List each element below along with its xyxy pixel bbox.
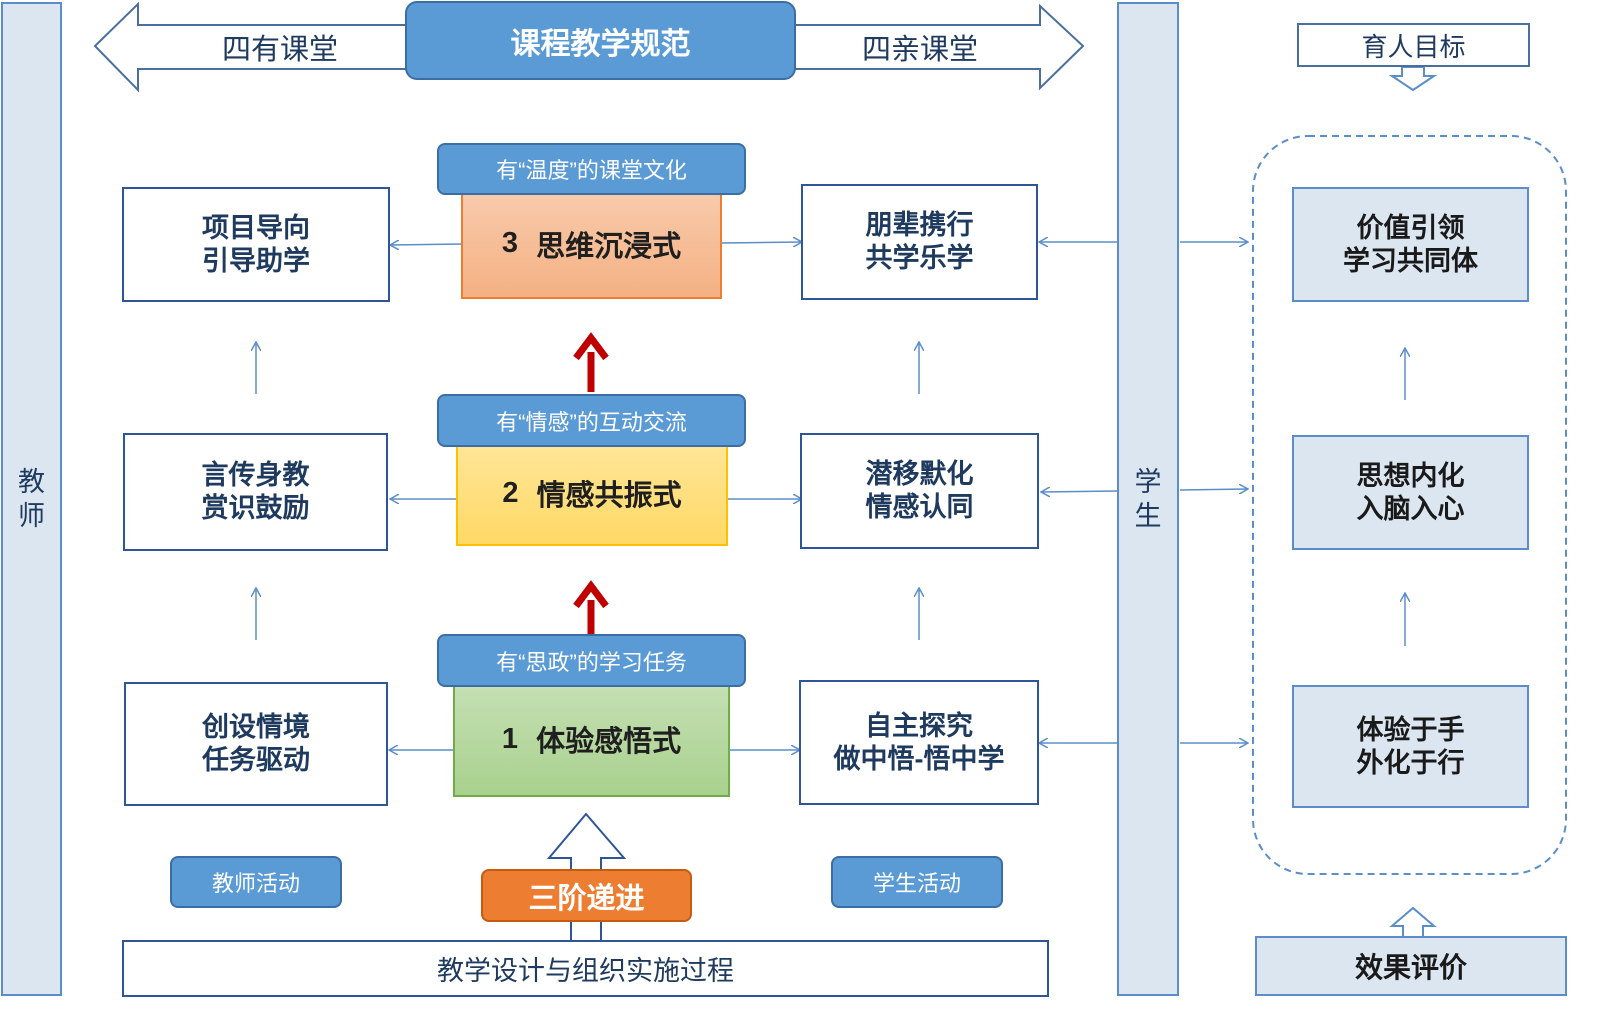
student-activity-label: 学生活动 xyxy=(831,856,1003,908)
progression-badge: 三阶递进 xyxy=(481,869,692,922)
student-box-2: 潜移默化 情感认同 xyxy=(800,433,1039,549)
stage-2-number: 2 xyxy=(502,476,519,509)
stage-1-number: 1 xyxy=(501,722,519,755)
teacher-box-3: 项目导向 引导助学 xyxy=(122,187,390,302)
goal-container xyxy=(1252,135,1567,875)
stage-2-label: 情感共振式 xyxy=(536,480,682,512)
goal-box-1: 体验于手 外化于行 xyxy=(1292,685,1529,808)
right-arrow-label: 四亲课堂 xyxy=(861,34,978,66)
goal-box-3: 价值引领 学习共同体 xyxy=(1292,187,1529,302)
teacher-box-1: 创设情境 任务驱动 xyxy=(124,682,388,806)
stage-2-box: 2 情感共振式 xyxy=(456,440,728,546)
stage-1-label: 体验感悟式 xyxy=(536,726,682,758)
student-box-1: 自主探究 做中悟-悟中学 xyxy=(799,680,1039,805)
stage-3-label: 思维沉浸式 xyxy=(536,230,682,263)
stage-up-arrow-1 xyxy=(573,580,609,634)
stage-3-caption: 有“温度”的课堂文化 xyxy=(437,143,746,195)
stage-2-caption: 有“情感”的互动交流 xyxy=(437,394,746,447)
student-box-3: 朋辈携行 共学乐学 xyxy=(801,184,1038,300)
stage-3-number: 3 xyxy=(501,227,519,259)
student-column-label: 学 生 xyxy=(1134,467,1162,531)
teacher-column-label: 教 师 xyxy=(18,467,45,531)
goal-header: 育人目标 xyxy=(1297,23,1530,67)
stage-1-box: 1 体验感悟式 xyxy=(453,681,730,797)
stage-up-arrow-2 xyxy=(573,332,609,392)
goal-box-2: 思想内化 入脑入心 xyxy=(1292,435,1529,550)
left-arrow-label: 四有课堂 xyxy=(221,34,338,66)
evaluation-box: 效果评价 xyxy=(1255,936,1567,996)
process-bar: 教学设计与组织实施过程 xyxy=(122,940,1049,997)
teacher-column: 教 师 xyxy=(1,2,62,996)
page-title: 课程教学规范 xyxy=(405,1,796,80)
teacher-box-2: 言传身教 赏识鼓励 xyxy=(123,433,388,551)
stage-3-box: 3 思维沉浸式 xyxy=(461,188,722,299)
student-column: 学 生 xyxy=(1117,2,1179,996)
goal-down-arrow xyxy=(1388,66,1438,92)
stage-1-caption: 有“思政”的学习任务 xyxy=(437,634,746,687)
teacher-activity-label: 教师活动 xyxy=(170,856,342,908)
